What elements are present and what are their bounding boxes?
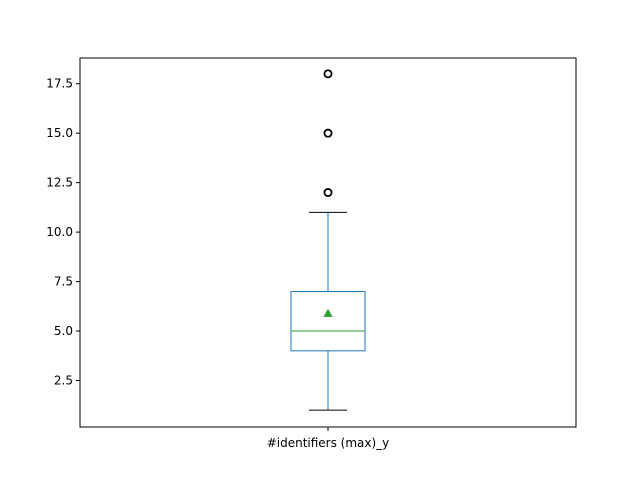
outlier-point (323, 188, 333, 198)
axes: 2.5 5.0 7.5 10.0 12.5 15.0 17.5 #identifiers (m… (46, 77, 389, 450)
outlier-point (323, 128, 333, 138)
y-tick-label: 17.5 (46, 77, 73, 91)
plot-area (290, 69, 366, 411)
y-tick-label: 7.5 (54, 275, 73, 289)
x-tick-label: #identifiers (max)_y (267, 436, 390, 450)
mean-marker (323, 308, 333, 317)
iqr-box (290, 290, 366, 352)
y-tick-label: 2.5 (54, 374, 73, 388)
y-tick-label: 12.5 (46, 176, 73, 190)
y-tick-label: 5.0 (54, 324, 73, 338)
outlier-point (323, 69, 333, 79)
y-tick-label: 10.0 (46, 225, 73, 239)
y-tick-label: 15.0 (46, 126, 73, 140)
